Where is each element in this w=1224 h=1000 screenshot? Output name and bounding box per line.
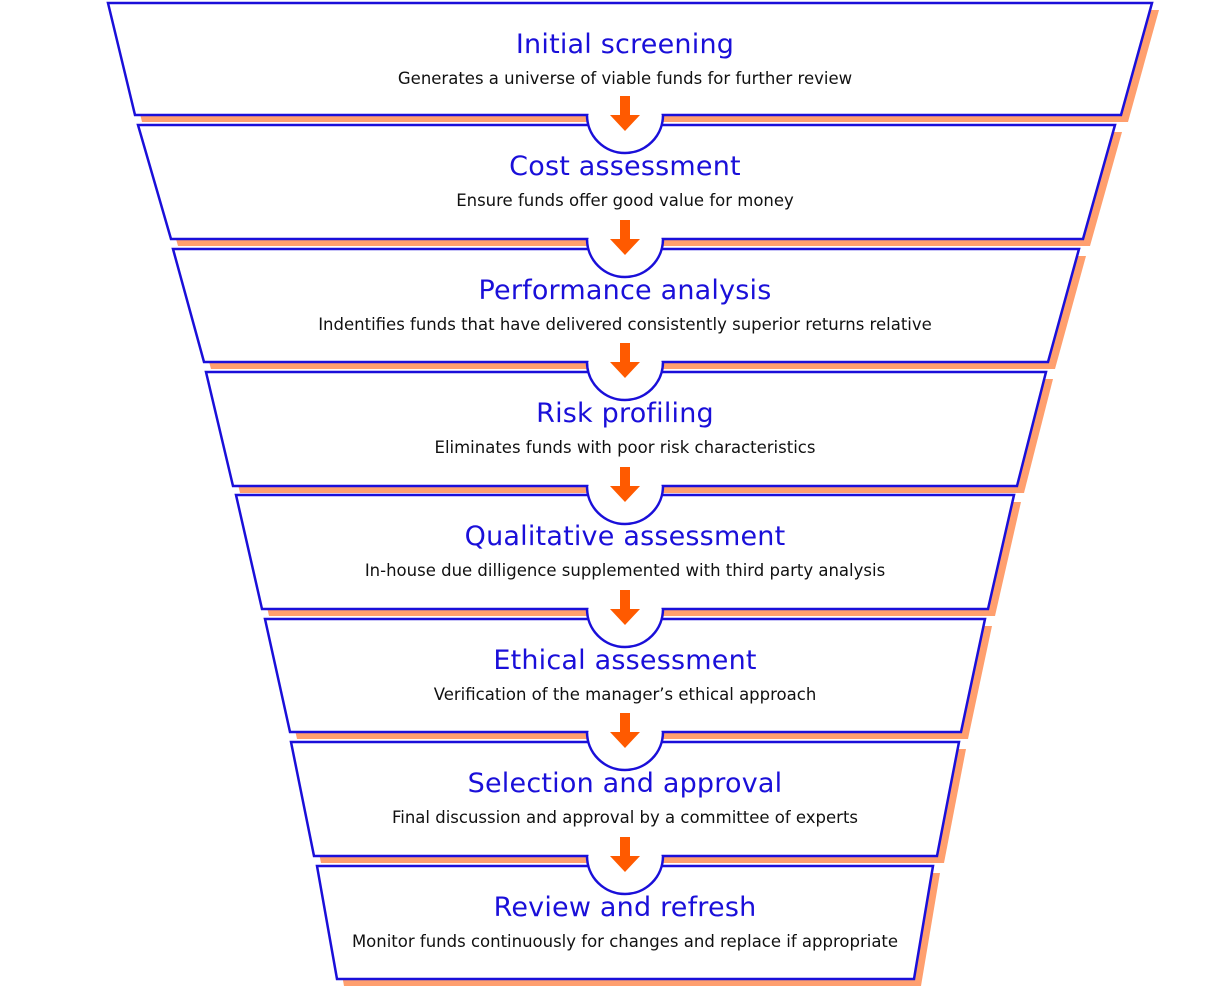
down-arrow-icon bbox=[610, 220, 640, 255]
connector-notch bbox=[585, 114, 665, 155]
down-arrow-icon bbox=[610, 713, 640, 748]
connector-notch bbox=[585, 485, 665, 526]
stage-box bbox=[204, 370, 1048, 488]
stage-box bbox=[171, 247, 1081, 364]
down-arrow-icon bbox=[610, 837, 640, 872]
stage-title: Initial screening bbox=[516, 29, 734, 60]
stage-connector bbox=[585, 343, 665, 402]
stage-title: Qualitative assessment bbox=[465, 521, 786, 552]
stage-box bbox=[263, 617, 987, 734]
connector-notch bbox=[585, 238, 665, 279]
stage-title: Review and refresh bbox=[494, 892, 757, 923]
stage-title: Performance analysis bbox=[479, 275, 772, 306]
stage-description: Eliminates funds with poor risk characte… bbox=[435, 438, 816, 457]
stage-description: Monitor funds continuously for changes a… bbox=[352, 932, 898, 951]
stage-title: Cost assessment bbox=[509, 151, 741, 182]
stage-connector bbox=[585, 713, 665, 772]
stage-description: Ensure funds offer good value for money bbox=[456, 191, 794, 210]
connector-notch bbox=[585, 731, 665, 772]
stage-connector bbox=[585, 96, 665, 155]
stage-title: Selection and approval bbox=[468, 768, 783, 799]
stage-connector bbox=[585, 467, 665, 526]
down-arrow-icon bbox=[610, 96, 640, 131]
connector-notch bbox=[585, 608, 665, 649]
stage-title: Risk profiling bbox=[536, 398, 714, 429]
stage-box bbox=[315, 864, 935, 981]
stage-box bbox=[136, 123, 1117, 241]
stage-connector bbox=[585, 590, 665, 649]
stage-description: Verification of the manager’s ethical ap… bbox=[434, 685, 817, 704]
down-arrow-icon bbox=[610, 590, 640, 625]
stage-box bbox=[234, 493, 1016, 611]
stage-title: Ethical assessment bbox=[493, 645, 756, 676]
stage-description: Generates a universe of viable funds for… bbox=[398, 69, 852, 88]
stage-box bbox=[106, 1, 1154, 117]
stage-connector bbox=[585, 837, 665, 896]
connector-notch bbox=[585, 855, 665, 896]
stage-description: In-house due dilligence supplemented wit… bbox=[365, 561, 885, 580]
stage-box bbox=[289, 740, 961, 858]
down-arrow-icon bbox=[610, 343, 640, 378]
stage-connector bbox=[585, 220, 665, 279]
stage-description: Final discussion and approval by a commi… bbox=[392, 808, 858, 827]
stage-description: Indentifies funds that have delivered co… bbox=[318, 315, 932, 334]
down-arrow-icon bbox=[610, 467, 640, 502]
connector-notch bbox=[585, 361, 665, 402]
